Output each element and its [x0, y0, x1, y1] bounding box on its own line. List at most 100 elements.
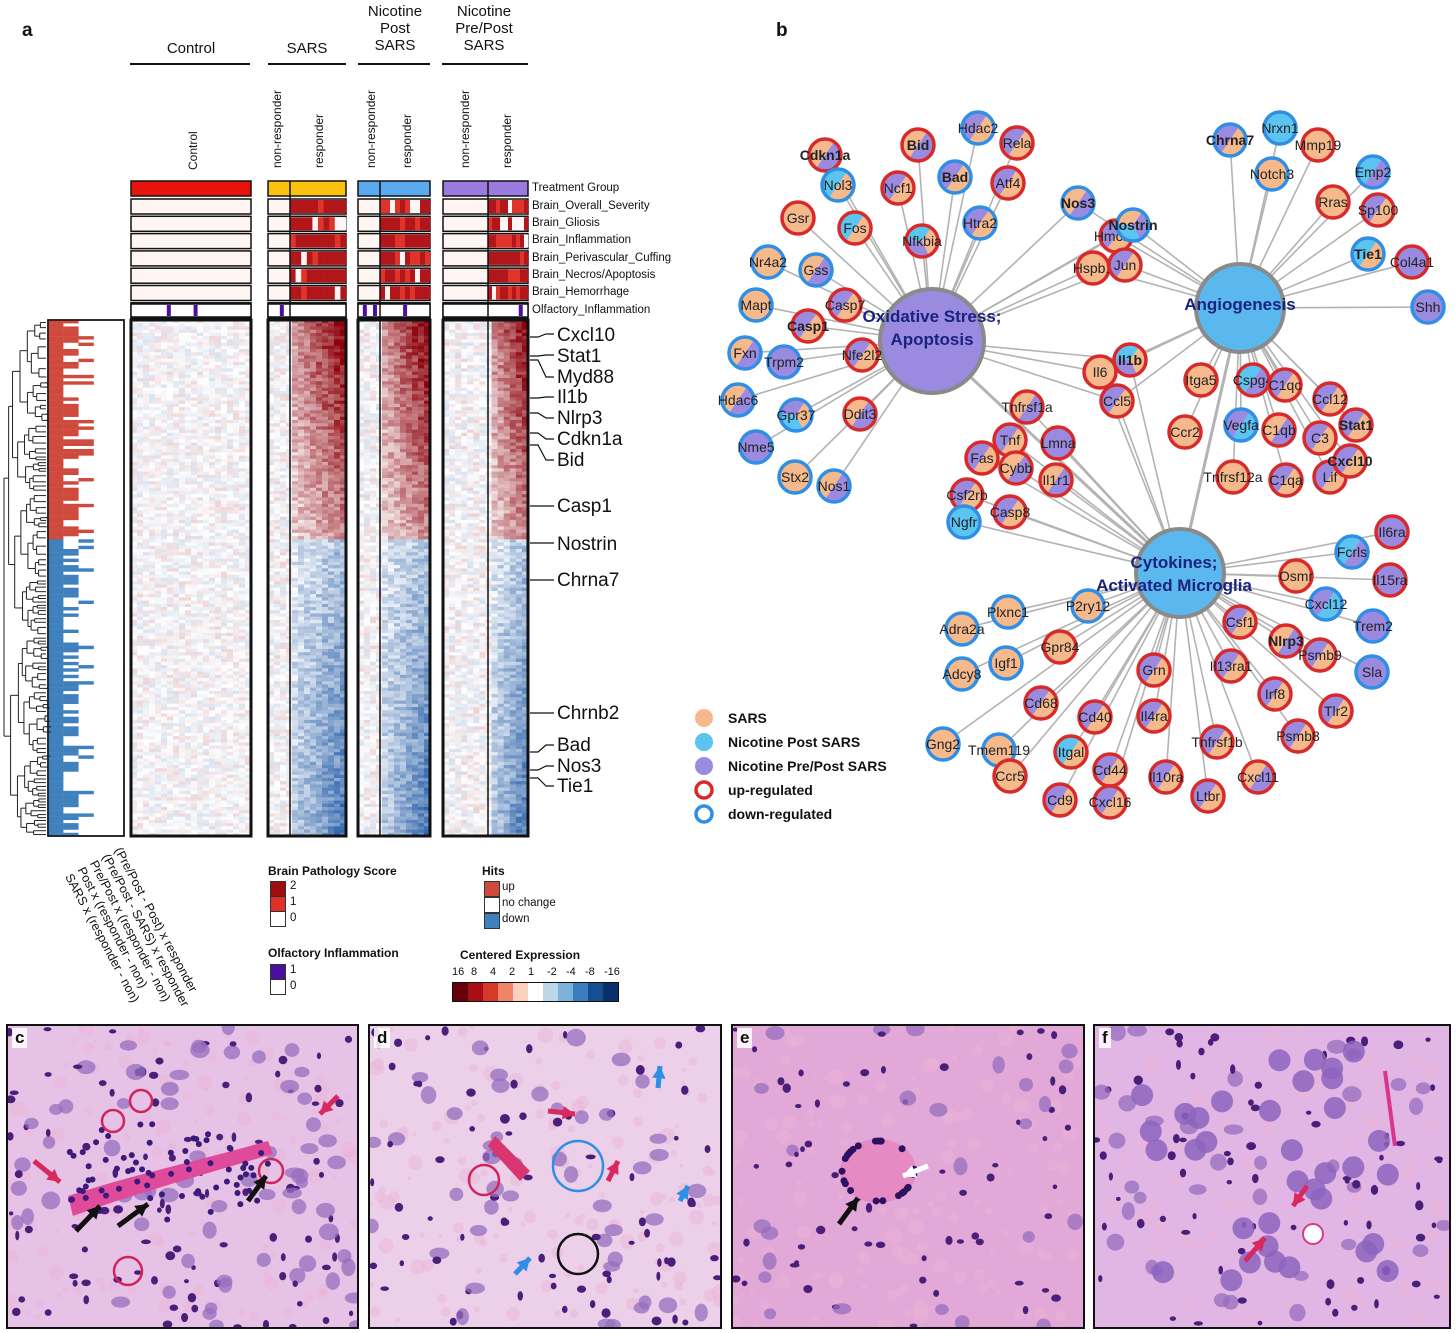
heatmap-cell — [286, 429, 293, 434]
heatmap-cell — [316, 361, 323, 366]
heatmap-cell — [245, 471, 252, 476]
heatmap-cell — [131, 481, 138, 485]
heatmap-cell — [274, 336, 281, 340]
heatmap-cell — [161, 461, 168, 466]
heatmap-cell — [340, 452, 347, 456]
heatmap-cell — [131, 816, 138, 821]
annotation-label: Brain_Perivascular_Cuffing — [532, 252, 672, 264]
heatmap-cell — [227, 790, 234, 795]
heatmap-cell — [167, 339, 174, 343]
heatmap-cell — [268, 687, 275, 692]
heatmap-cell — [245, 478, 252, 482]
heatmap-cell — [191, 390, 198, 395]
heatmap-cell — [286, 394, 293, 398]
heatmap-cell — [304, 677, 311, 682]
heatmap-cell — [179, 719, 186, 724]
heatmap-cell — [167, 349, 174, 353]
heatmap-cell — [286, 690, 293, 695]
heatmap-cell — [274, 403, 281, 408]
heatmap-cell — [167, 371, 174, 376]
heatmap-cell — [149, 561, 156, 566]
heatmap-cell — [209, 584, 216, 588]
heatmap-cell — [233, 407, 240, 411]
heatmap-cell — [274, 478, 281, 482]
heatmap-cell — [185, 423, 192, 427]
heatmap-cell — [334, 542, 341, 547]
heatmap-cell — [197, 768, 204, 772]
heatmap-cell — [143, 436, 150, 440]
heatmap-cell — [197, 320, 204, 324]
heatmap-cell — [239, 332, 246, 337]
heatmap-cell — [328, 345, 335, 350]
heatmap-cell — [286, 529, 293, 534]
heatmap-cell — [137, 442, 144, 447]
heatmap-cell — [149, 639, 156, 643]
heatmap-cell — [173, 594, 180, 598]
heatmap-cell — [280, 581, 287, 585]
heatmap-cell — [227, 826, 234, 830]
heatmap-cell — [221, 787, 228, 792]
heatmap-cell — [233, 507, 240, 511]
heatmap-cell — [245, 484, 252, 488]
heatmap-cell — [304, 378, 311, 382]
heatmap-cell — [328, 339, 335, 343]
heatmap-cell — [221, 684, 228, 688]
heatmap-cell — [280, 723, 287, 727]
heatmap-cell — [197, 761, 204, 766]
heatmap-cell — [292, 452, 299, 456]
heatmap-cell — [227, 413, 234, 418]
heatmap-cell — [298, 416, 305, 421]
heatmap-cell — [149, 768, 156, 772]
heatmap-cell — [239, 458, 246, 463]
heatmap-cell — [280, 432, 287, 437]
heatmap-cell — [245, 561, 252, 566]
heatmap-cell — [167, 416, 174, 421]
heatmap-cell — [239, 574, 246, 579]
heatmap-cell — [215, 419, 222, 424]
heatmap-cell — [268, 536, 275, 540]
heatmap-cell — [143, 813, 150, 817]
heatmap-cell — [197, 748, 204, 753]
heatmap-cell — [268, 416, 275, 421]
heatmap-cell — [203, 742, 210, 746]
heatmap-cell — [334, 320, 341, 324]
heatmap-cell — [197, 781, 204, 785]
heatmap-cell — [304, 320, 311, 324]
heatmap-cell — [280, 568, 287, 572]
heatmap-cell — [328, 658, 335, 663]
heatmap-cell — [167, 781, 174, 785]
heatmap-cell — [233, 803, 240, 808]
heatmap-cell — [209, 416, 216, 421]
heatmap-cell — [280, 571, 287, 576]
heatmap-cell — [268, 407, 275, 411]
heatmap-cell — [316, 352, 323, 356]
heatmap-cell — [233, 761, 240, 766]
heatmap-cell — [239, 687, 246, 692]
heatmap-cell — [292, 726, 299, 730]
heatmap-cell — [173, 803, 180, 808]
heatmap-cell — [268, 429, 275, 434]
heatmap-cell — [304, 468, 311, 472]
heatmap-cell — [173, 790, 180, 795]
heatmap-cell — [280, 542, 287, 547]
heatmap-cell — [340, 632, 347, 637]
heatmap-cell — [245, 739, 252, 743]
heatmap-cell — [149, 332, 156, 337]
heatmap-cell — [316, 616, 323, 621]
heatmap-cell — [304, 665, 311, 669]
heatmap-cell — [310, 658, 317, 663]
heatmap-cell — [239, 545, 246, 550]
heatmap-cell — [131, 374, 138, 379]
heatmap-cell — [203, 326, 210, 330]
heatmap-cell — [179, 407, 186, 411]
heatmap-cell — [227, 571, 234, 576]
heatmap-cell — [173, 503, 180, 508]
heatmap-cell — [292, 465, 299, 469]
heatmap-cell — [233, 777, 240, 782]
heatmap-cell — [203, 677, 210, 682]
heatmap-cell — [316, 584, 323, 588]
heatmap-cell — [304, 548, 311, 553]
heatmap-cell — [316, 594, 323, 598]
heatmap-cell — [143, 487, 150, 492]
heatmap-cell — [292, 410, 299, 414]
